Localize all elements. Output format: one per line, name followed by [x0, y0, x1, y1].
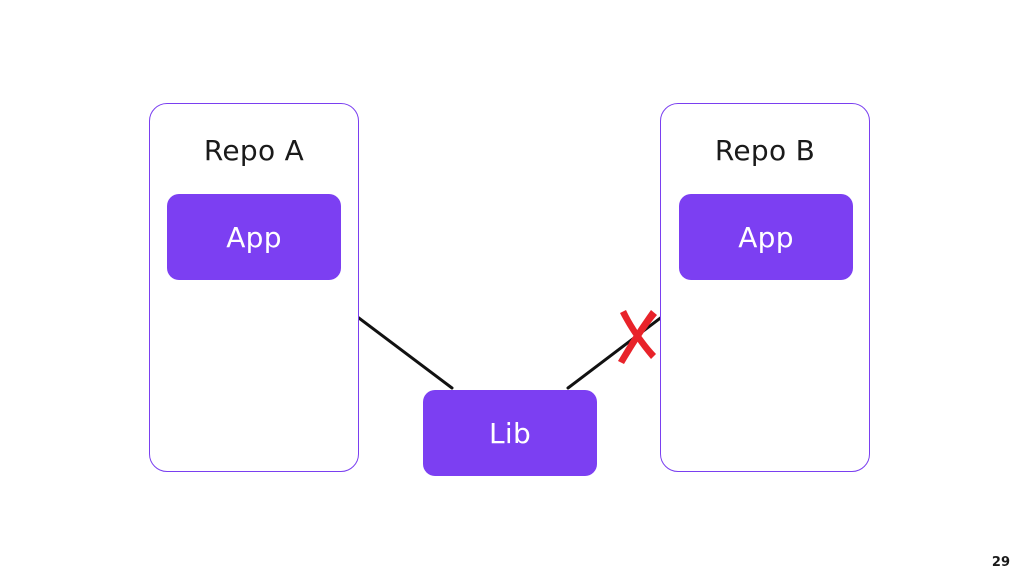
app-a-node: App [167, 194, 341, 280]
lib-node: Lib [423, 390, 597, 476]
app-a-label: App [226, 220, 282, 254]
cross-mark-icon [618, 310, 657, 364]
repo-b-title: Repo B [714, 134, 816, 167]
app-b-label: App [738, 220, 794, 254]
page-number: 29 [991, 555, 1010, 570]
app-b-node: App [679, 194, 853, 280]
lib-label: Lib [488, 416, 532, 450]
repo-a-container: Repo A [149, 103, 359, 472]
repo-a-title: Repo A [203, 134, 305, 167]
repo-b-container: Repo B [660, 103, 870, 472]
